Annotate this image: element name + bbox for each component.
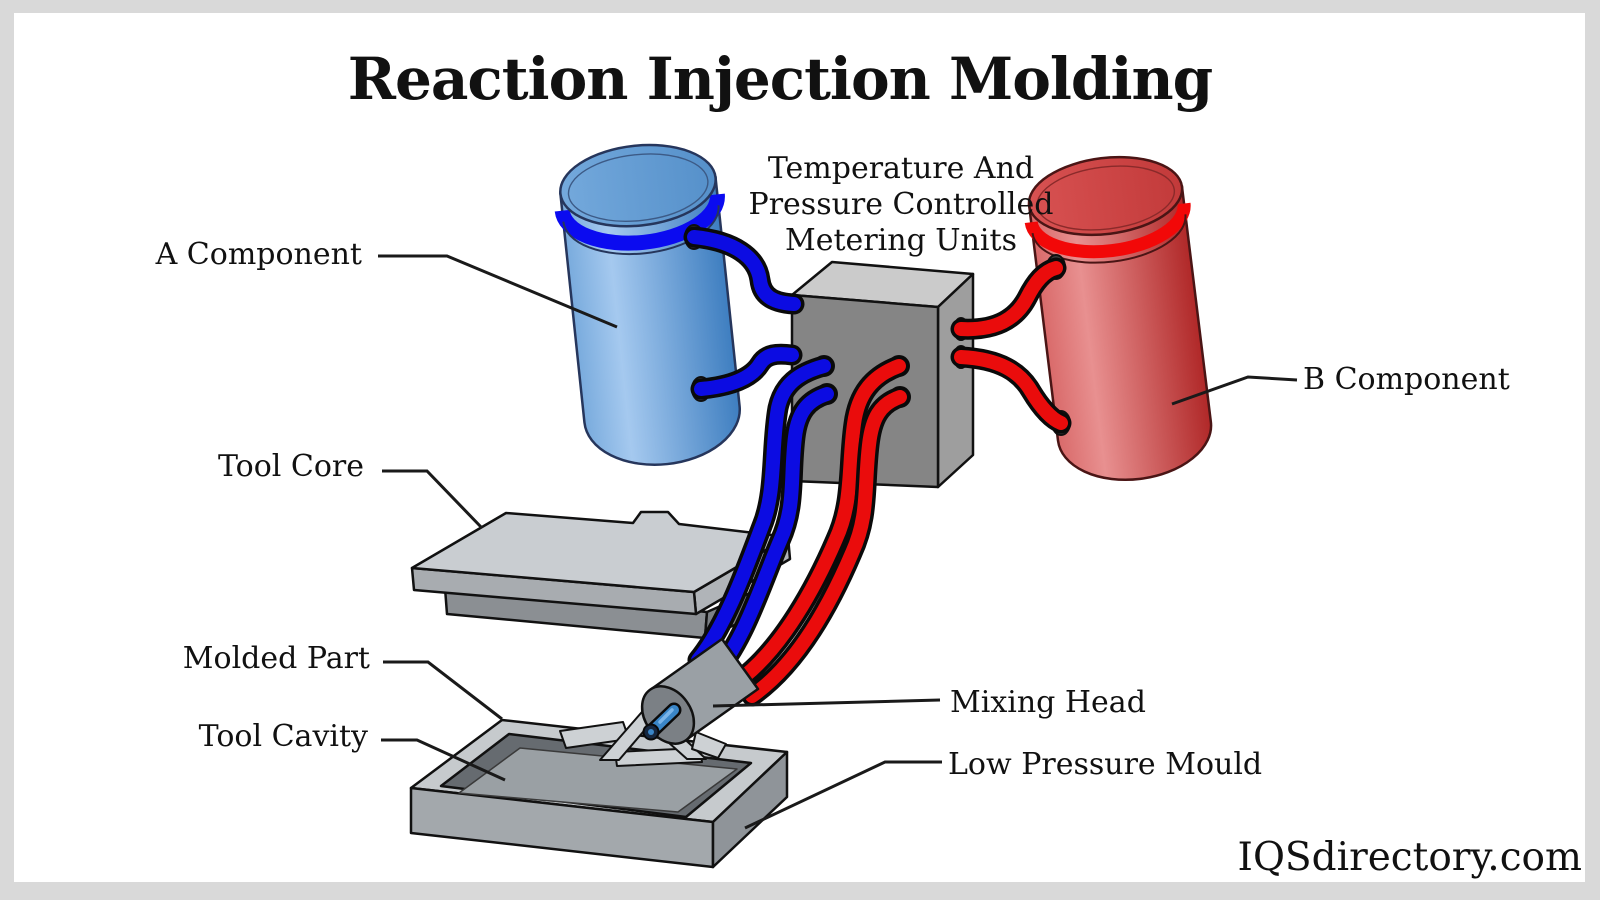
watermark: IQSdirectory.com bbox=[1238, 835, 1582, 880]
leader-molded-part bbox=[383, 660, 503, 721]
supply-hoses bbox=[683, 226, 1072, 434]
mixing-hoses bbox=[687, 355, 911, 707]
leader-a-component bbox=[378, 254, 618, 329]
tool-core bbox=[410, 510, 792, 640]
leader-lines bbox=[378, 254, 1298, 830]
leader-tool-core bbox=[382, 469, 484, 530]
tool-cavity-label: Tool Cavity bbox=[199, 719, 368, 754]
leader-low-pressure-mould bbox=[744, 760, 942, 830]
a-component-tank bbox=[554, 143, 741, 466]
tool-core-label: Tool Core bbox=[218, 449, 364, 484]
b-component-label: B Component bbox=[1303, 362, 1510, 397]
mixing-head-nozzle bbox=[642, 702, 682, 741]
mixing-head bbox=[640, 637, 760, 745]
b-component-tank bbox=[1024, 155, 1213, 482]
mixing-head-label: Mixing Head bbox=[950, 685, 1146, 720]
metering-label-line3: Metering Units bbox=[785, 223, 1017, 258]
molded-part-label: Molded Part bbox=[183, 641, 370, 676]
metering-label-line2: Pressure Controlled bbox=[749, 187, 1054, 222]
low-pressure-mould-label: Low Pressure Mould bbox=[948, 747, 1262, 782]
leader-b-component bbox=[1171, 375, 1298, 406]
metering-label-line1: Temperature And bbox=[768, 151, 1034, 186]
diagram-title: Reaction Injection Molding bbox=[348, 45, 1213, 113]
leader-tool-cavity bbox=[381, 738, 506, 782]
a-component-label: A Component bbox=[155, 237, 362, 272]
leader-mixing-head bbox=[712, 698, 941, 708]
